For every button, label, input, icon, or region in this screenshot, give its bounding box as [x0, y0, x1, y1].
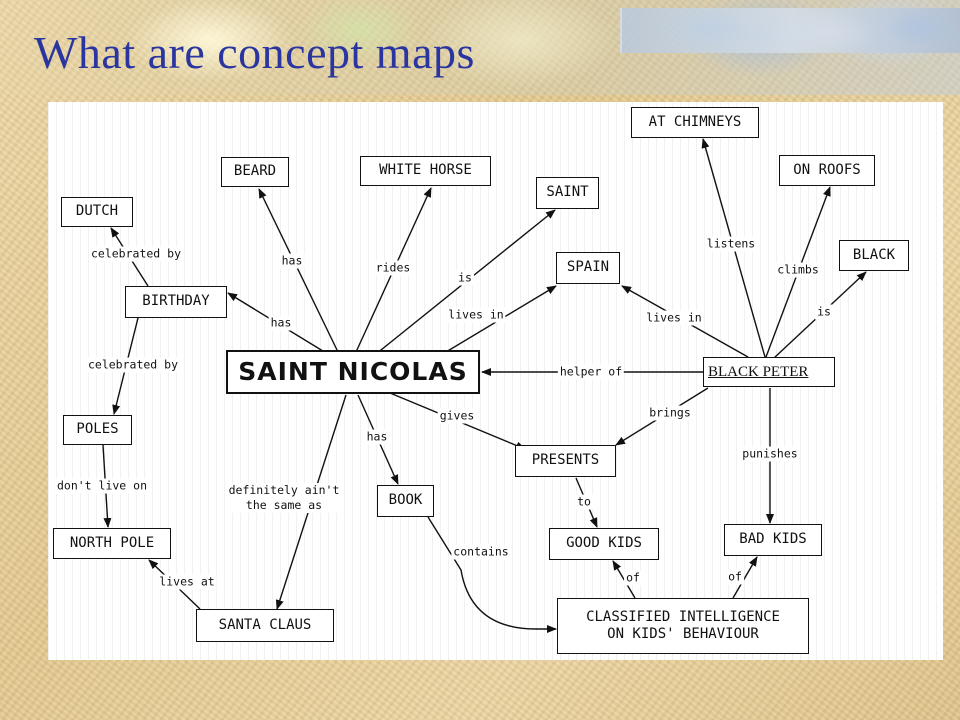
concept-node-dutch: DUTCH: [61, 197, 133, 227]
edge-label: has: [364, 429, 390, 445]
edge-label: don't live on: [54, 478, 150, 494]
concept-node-on-roofs: ON ROOFS: [779, 155, 875, 186]
concept-node-black-peter: BLACK PETER: [703, 357, 835, 387]
concept-edge-classified-to-good-kids: [612, 560, 636, 599]
concept-node-saint-nicolas: SAINT NICOLAS: [226, 350, 480, 394]
concept-node-north-pole: NORTH POLE: [53, 528, 171, 559]
edge-label: of: [726, 569, 744, 585]
edge-label: brings: [647, 405, 693, 421]
edge-label: to: [575, 494, 593, 510]
edge-label: lives in: [446, 307, 506, 323]
concept-node-book: BOOK: [377, 485, 434, 517]
concept-node-saint: SAINT: [536, 177, 599, 209]
edge-label: gives: [437, 408, 477, 424]
edge-label: has: [279, 253, 305, 269]
concept-node-bad-kids: BAD KIDS: [724, 524, 822, 556]
edge-label: punishes: [740, 446, 800, 462]
concept-node-classified: CLASSIFIED INTELLIGENCE ON KIDS' BEHAVIO…: [557, 598, 809, 654]
edge-label: listens: [704, 236, 758, 252]
concept-node-black: BLACK: [839, 240, 909, 271]
concept-node-at-chimneys: AT CHIMNEYS: [631, 107, 759, 138]
concept-node-spain: SPAIN: [556, 252, 620, 284]
edge-label: is: [815, 304, 833, 320]
edge-label: helper of: [557, 364, 625, 380]
edge-label: rides: [373, 260, 413, 276]
edge-label: definitely ain't the same as: [226, 483, 342, 513]
edge-label: is: [456, 270, 474, 286]
edge-label: of: [624, 570, 642, 586]
concept-node-beard: BEARD: [221, 157, 289, 187]
decorative-photo-strip: [620, 8, 960, 53]
concept-edge-book-to-classified: [427, 516, 557, 633]
slide-title: What are concept maps: [34, 27, 475, 78]
concept-node-birthday: BIRTHDAY: [125, 286, 227, 318]
concept-edge-classified-to-bad-kids: [732, 556, 758, 599]
edge-label: contains: [451, 544, 511, 560]
concept-node-presents: PRESENTS: [515, 445, 616, 477]
edge-label: lives in: [644, 310, 704, 326]
concept-node-poles: POLES: [63, 415, 132, 445]
edge-label: celebrated by: [88, 246, 184, 262]
edge-label: climbs: [775, 262, 821, 278]
concept-edge-saint-nicolas-to-beard: [258, 188, 339, 353]
edge-label: lives at: [157, 574, 217, 590]
concept-node-santa-claus: SANTA CLAUS: [196, 609, 334, 642]
edge-label: celebrated by: [85, 357, 181, 373]
concept-node-white-horse: WHITE HORSE: [360, 156, 491, 186]
concept-node-good-kids: GOOD KIDS: [549, 528, 659, 560]
concept-map-diagram: SAINT NICOLAS BEARD WHITE HORSE SAINT DUTCH B…: [48, 102, 943, 660]
edge-label: has: [268, 315, 294, 331]
